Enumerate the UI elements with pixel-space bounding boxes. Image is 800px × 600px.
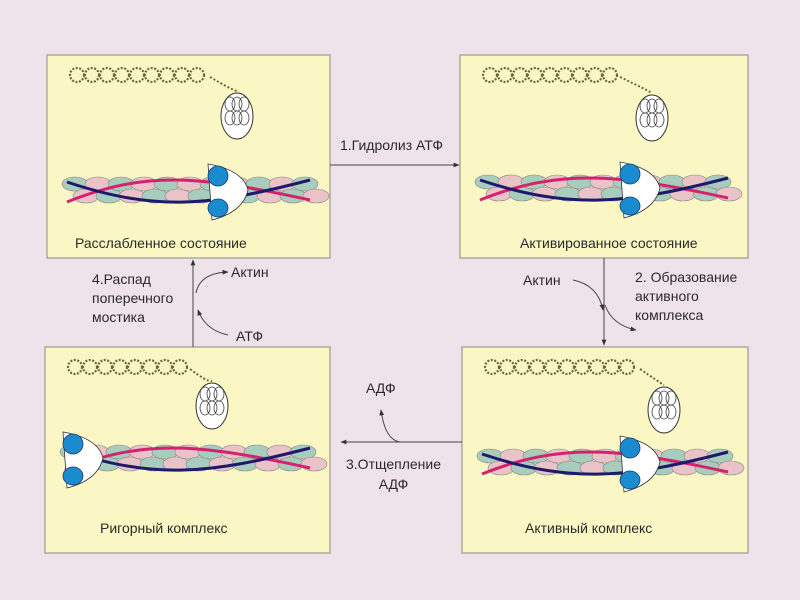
myosin-bead [618, 358, 636, 376]
step2-line1: 2. Образование [635, 269, 738, 285]
myosin-head-coil [658, 404, 670, 420]
tropomyosin-strand-navy [66, 178, 311, 204]
step2-line2: активного [635, 288, 699, 304]
myosin-head-coil [639, 112, 651, 128]
myosin-neck [209, 76, 238, 92]
myosin-head-blue [619, 196, 641, 216]
panel-frame [459, 54, 749, 259]
step4-label: 4.Распад поперечного мостика [92, 271, 173, 326]
panel-relaxed [46, 54, 331, 259]
step1-label: 1.Гидролиз АТФ [340, 137, 443, 153]
myosin-chain [481, 66, 619, 84]
myosin-head-blue [207, 198, 229, 218]
panel-active [461, 346, 749, 554]
step4-line3: мостика [92, 309, 145, 325]
myosin-neck [619, 76, 653, 94]
myosin-neck [189, 368, 213, 383]
myosin-head-coil [653, 112, 665, 128]
tropomyosin-strand-navy [481, 450, 729, 476]
arrow-actin-in [572, 279, 605, 311]
myosin-head-coil [199, 400, 211, 416]
step2-label: 2. Образование активного комплекса [635, 269, 737, 324]
step4-line1: 4.Распад [92, 271, 151, 287]
panel-label-active: Активный комплекс [525, 520, 653, 536]
myosin-head-coil [646, 112, 658, 128]
atp-label: АТФ [236, 328, 263, 344]
arrow-adp-out [379, 409, 401, 443]
panel-frame [46, 54, 331, 259]
myosin-bead [188, 66, 206, 84]
panel-label-rigor: Ригорный комплекс [100, 520, 228, 536]
myosin-chain [66, 358, 189, 376]
myosin-head-blue [207, 165, 229, 187]
tropomyosin-strand-navy [479, 176, 729, 202]
myosin-head-blue [619, 437, 641, 459]
panel-label-relaxed: Расслабленное состояние [75, 235, 247, 251]
arrows [190, 162, 637, 445]
myosin-head-coil [665, 404, 677, 420]
myosin-bead [171, 358, 189, 376]
panel-activated [459, 54, 749, 259]
step3-label: 3.Отщепление АДФ [346, 456, 441, 493]
adp-label: АДФ [366, 380, 396, 396]
myosin-head-coil [206, 400, 218, 416]
actin-monomer [715, 186, 743, 202]
actin-in-label: Актин [523, 272, 561, 288]
myosin-head-coil [213, 400, 225, 416]
arrow-actin-out [195, 269, 229, 294]
myosin-chain [483, 358, 636, 376]
myosin-head-coil [238, 110, 250, 126]
actin-out-label: Актин [231, 264, 269, 280]
actin-monomer [302, 188, 330, 204]
step4-line2: поперечного [92, 290, 174, 306]
panel-label-activated: Активированное состояние [520, 235, 698, 251]
myosin-head-blue [619, 163, 641, 185]
myosin-head-globule [647, 386, 681, 434]
myosin-head-coil [224, 110, 236, 126]
actin-monomer [300, 456, 328, 472]
myosin-head-coil [651, 404, 663, 420]
myosin-head-blue [62, 433, 84, 455]
arrow-to-complex [604, 304, 637, 332]
myosin-head-blue [619, 470, 641, 490]
arrow-atp-in [197, 309, 229, 336]
actin-monomer [717, 460, 745, 476]
myosin-chain [68, 66, 206, 84]
myosin-head-coil [231, 110, 243, 126]
myosin-head-globule [195, 382, 229, 430]
myosin-bead [601, 66, 619, 84]
step3-line2: АДФ [378, 476, 409, 492]
step2-line3: комплекса [635, 307, 704, 323]
myosin-head-blue [62, 466, 84, 486]
myosin-head-globule [220, 92, 254, 140]
panel-rigor [44, 346, 331, 554]
step3-line1: 3.Отщепление [346, 456, 441, 472]
myosin-head-globule [635, 94, 669, 142]
